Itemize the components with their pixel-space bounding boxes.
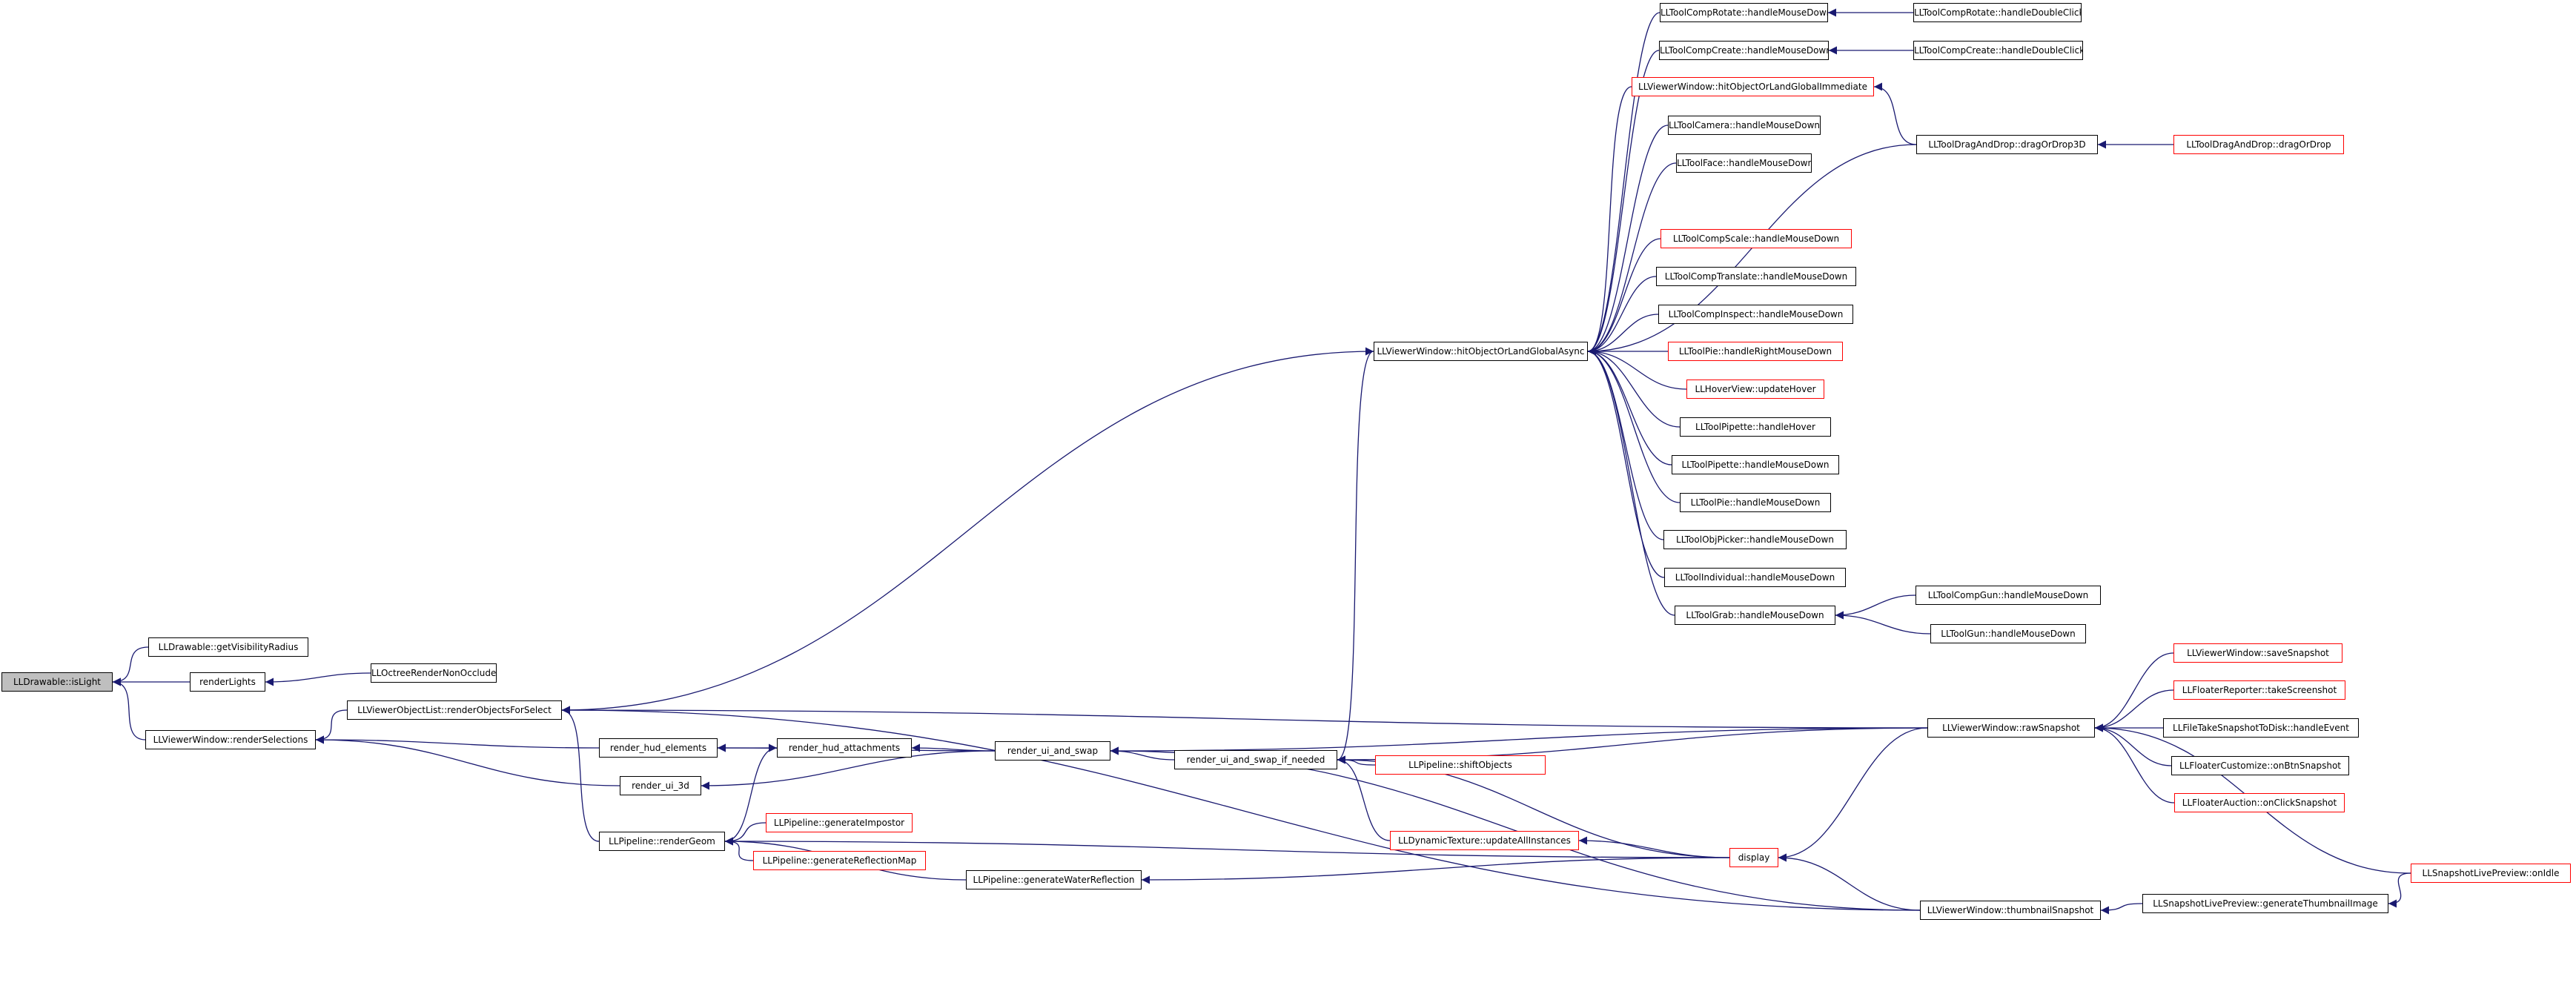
graph-node-gen-water[interactable]: LLPipeline::generateWaterReflection [966,870,1142,889]
graph-node-gen-impostor[interactable]: LLPipeline::generateImpostor [766,813,913,832]
edge-gen-refl-to-render-geom [724,837,754,861]
edge-raw-snap-to-display [1778,727,1928,862]
graph-node-ui-swap-if[interactable]: render_ui_and_swap_if_needed [1174,750,1337,769]
edge-render-sel-to-is-light [112,677,146,740]
graph-node-ui-swap[interactable]: render_ui_and_swap [995,741,1110,761]
edge-ui-swap-if-to-hit-async [1337,347,1374,761]
graph-node-hud-att[interactable]: render_hud_attachments [777,738,912,758]
edge-raw-snap-to-ui-swap [1110,727,1928,755]
edge-onidle-to-gen-thumb [2388,872,2411,908]
edge-render-geom-to-hud-att [724,743,778,842]
graph-node-gun[interactable]: LLToolGun::handleMouseDown [1930,624,2086,643]
edge-hit-async-to-render-obj-sel [561,351,1374,715]
edge-thumb-to-render-obj-sel [561,706,1921,911]
graph-node-pip-hover[interactable]: LLToolPipette::handleHover [1680,417,1831,437]
graph-node-render-sel[interactable]: LLViewerWindow::renderSelections [145,730,316,749]
graph-node-pip-down[interactable]: LLToolPipette::handleMouseDown [1672,455,1839,474]
graph-node-drag3d[interactable]: LLToolDragAndDrop::dragOrDrop3D [1916,135,2098,154]
graph-node-auction[interactable]: LLFloaterAuction::onClickSnapshot [2174,793,2345,812]
edge-camera-to-hit-async [1587,125,1669,356]
graph-node-display[interactable]: display [1729,848,1778,867]
graph-node-customize[interactable]: LLFloaterCustomize::onBtnSnapshot [2171,756,2349,775]
graph-node-reporter[interactable]: LLFloaterReporter::takeScreenshot [2173,680,2345,700]
graph-node-save-snap[interactable]: LLViewerWindow::saveSnapshot [2173,643,2342,663]
graph-node-file-take[interactable]: LLFileTakeSnapshotToDisk::handleEvent [2163,718,2359,738]
edge-display-to-gen-water [1141,857,1730,884]
graph-node-octree-visit[interactable]: LLOctreeRenderNonOccluded::visit [371,663,497,683]
graph-node-grab[interactable]: LLToolGrab::handleMouseDown [1675,606,1835,625]
edge-pie-down-to-hit-async [1587,347,1681,503]
graph-node-objpick[interactable]: LLToolObjPicker::handleMouseDown [1663,530,1847,549]
edge-save-snap-to-raw-snap [2094,652,2174,732]
edge-hover-to-hit-async [1587,347,1687,390]
edge-inspect-to-hit-async [1587,314,1659,356]
edge-ui-swap-to-ui3d [701,750,996,790]
edge-auction-to-raw-snap [2094,723,2175,804]
graph-node-create-down[interactable]: LLToolCompCreate::handleMouseDown [1659,41,1829,60]
edge-octree-visit-to-render-lights [265,672,371,686]
edge-grab-to-hit-async [1587,347,1675,616]
edge-translate-to-hit-async [1587,276,1657,356]
graph-node-thumb[interactable]: LLViewerWindow::thumbnailSnapshot [1920,901,2101,920]
edge-rot-down-to-hit-async [1587,12,1661,356]
graph-node-get-vis[interactable]: LLDrawable::getVisibilityRadius [148,637,308,657]
graph-node-render-geom[interactable]: LLPipeline::renderGeom [599,832,725,851]
graph-node-camera[interactable]: LLToolCamera::handleMouseDown [1668,116,1821,135]
edge-hud-el-to-render-sel [315,735,600,749]
edge-dyn-tex-to-ui-swap-if [1337,755,1391,841]
graph-node-scale[interactable]: LLToolCompScale::handleMouseDown [1661,229,1852,248]
graph-node-shift-obj[interactable]: LLPipeline::shiftObjects [1375,755,1546,775]
edge-scale-to-hit-async [1587,238,1661,356]
edge-thumb-to-display [1778,853,1921,911]
edge-pip-hover-to-hit-async [1587,347,1681,428]
graph-node-create-dbl[interactable]: LLToolCompCreate::handleDoubleClick [1913,41,2083,60]
edge-gun-to-grab [1835,611,1931,634]
graph-node-hud-el[interactable]: render_hud_elements [599,738,718,758]
edge-customize-to-raw-snap [2094,723,2172,766]
edge-render-obj-sel-to-render-sel [315,709,348,744]
graph-node-face[interactable]: LLToolFace::handleMouseDown [1676,153,1812,173]
graph-node-render-obj-sel[interactable]: LLViewerObjectList::renderObjectsForSele… [347,700,562,720]
graph-node-hit-imm[interactable]: LLViewerWindow::hitObjectOrLandGlobalImm… [1632,77,1874,96]
edge-hit-imm-to-hit-async [1587,86,1632,356]
edge-reporter-to-raw-snap [2094,689,2174,732]
graph-node-compgun[interactable]: LLToolCompGun::handleMouseDown [1916,586,2101,605]
edge-indiv-to-hit-async [1587,347,1665,578]
edge-display-to-dyn-tex [1578,836,1730,858]
edge-get-vis-to-is-light [112,646,149,686]
edge-pip-down-to-hit-async [1587,347,1672,465]
graph-node-raw-snap[interactable]: LLViewerWindow::rawSnapshot [1927,718,2095,738]
graph-node-dragdrop[interactable]: LLToolDragAndDrop::dragOrDrop [2173,135,2344,154]
graph-node-ui3d[interactable]: render_ui_3d [620,776,701,795]
graph-node-gen-refl[interactable]: LLPipeline::generateReflectionMap [753,851,926,870]
graph-node-pie-right[interactable]: LLToolPie::handleRightMouseDown [1668,342,1843,361]
edge-raw-snap-to-render-obj-sel [561,706,1928,729]
edge-render-geom-to-render-obj-sel [561,706,600,842]
graph-node-is-light[interactable]: LLDrawable::isLight [1,672,113,692]
graph-node-onidle[interactable]: LLSnapshotLivePreview::onIdle [2411,864,2571,883]
graph-node-render-lights[interactable]: renderLights [190,672,265,692]
graph-node-rot-dbl[interactable]: LLToolCompRotate::handleDoubleClick [1913,3,2082,22]
edge-face-to-hit-async [1587,162,1677,356]
graph-node-pie-down[interactable]: LLToolPie::handleMouseDown [1680,493,1831,512]
edge-gen-thumb-to-thumb [2100,903,2143,915]
graph-node-translate[interactable]: LLToolCompTranslate::handleMouseDown [1656,267,1856,286]
edge-gen-impostor-to-render-geom [724,822,766,846]
edge-create-down-to-hit-async [1587,50,1660,356]
graph-node-rot-down[interactable]: LLToolCompRotate::handleMouseDown [1660,3,1828,22]
edge-display-to-render-geom [724,837,1730,858]
graph-node-gen-thumb[interactable]: LLSnapshotLivePreview::generateThumbnail… [2142,894,2388,913]
graph-node-hover[interactable]: LLHoverView::updateHover [1686,380,1824,399]
graph-node-inspect[interactable]: LLToolCompInspect::handleMouseDown [1658,305,1853,324]
graph-node-indiv[interactable]: LLToolIndividual::handleMouseDown [1664,568,1846,587]
graph-node-dyn-tex[interactable]: LLDynamicTexture::updateAllInstances [1390,831,1579,850]
edge-drag3d-to-hit-imm [1873,82,1917,145]
graph-node-hit-async[interactable]: LLViewerWindow::hitObjectOrLandGlobalAsy… [1374,342,1588,361]
edge-compgun-to-grab [1835,594,1916,620]
edge-ui3d-to-render-sel [315,735,620,786]
